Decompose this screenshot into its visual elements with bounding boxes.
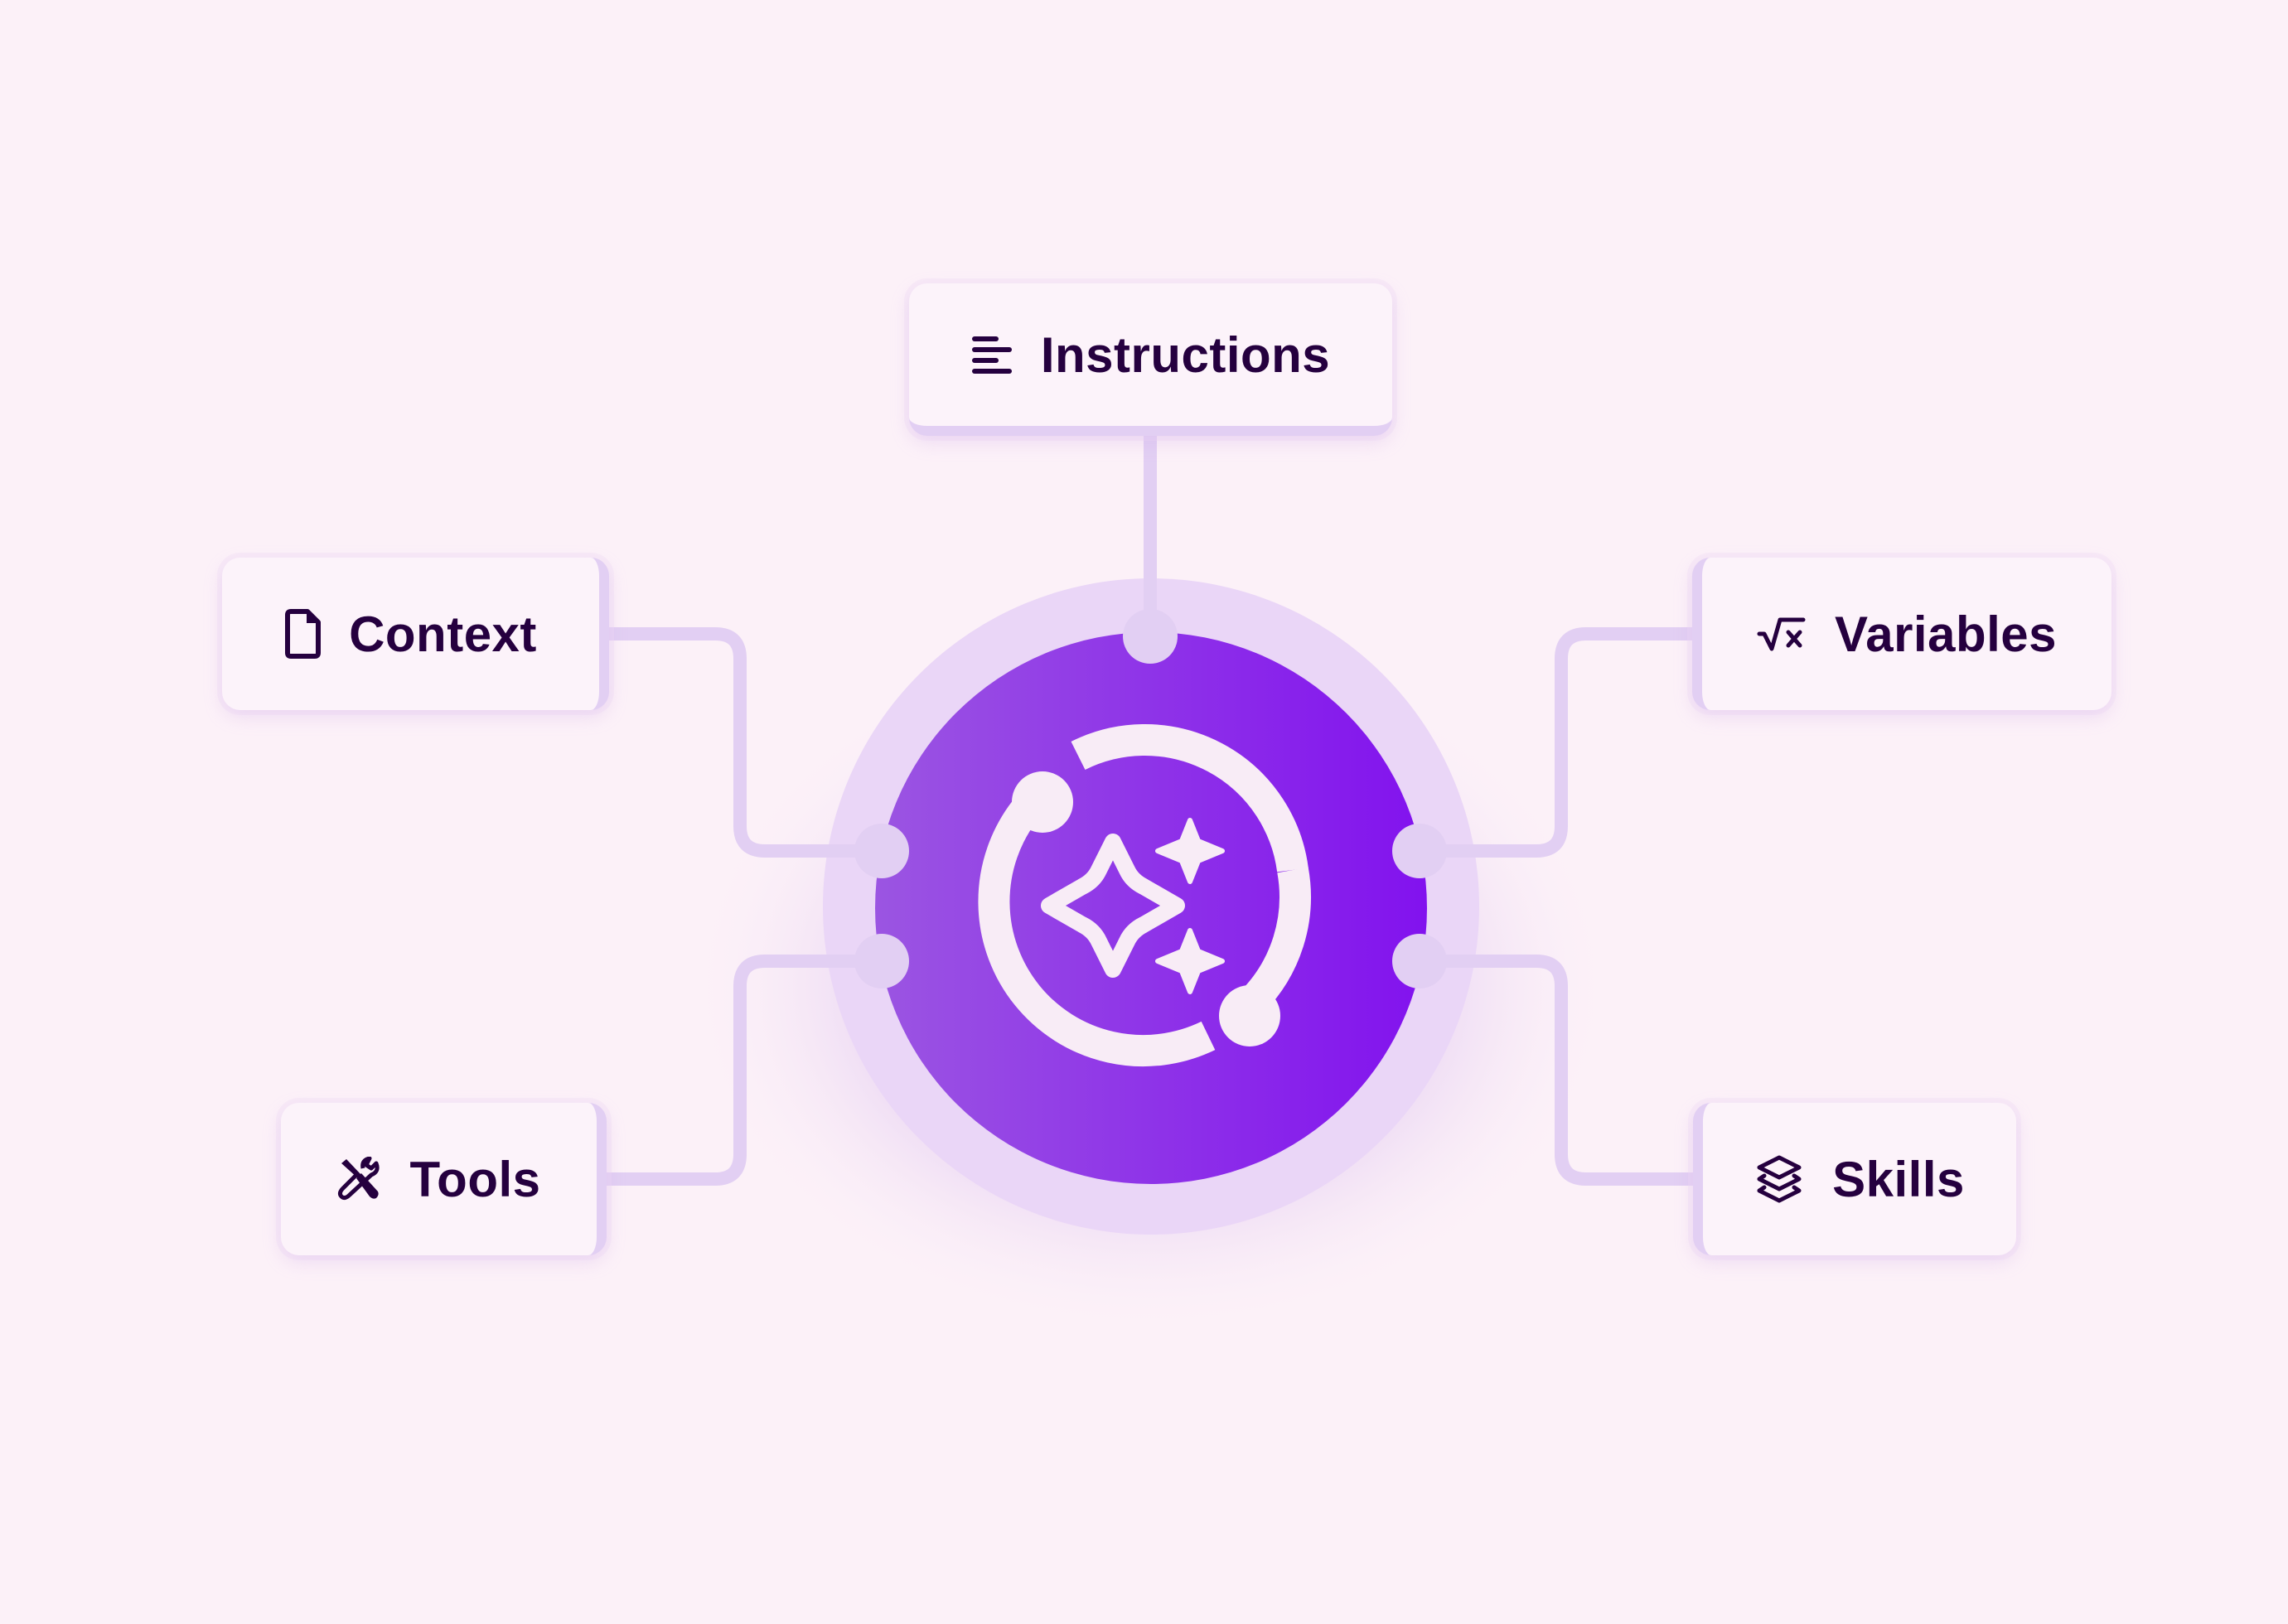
text-align-left-icon bbox=[971, 334, 1013, 375]
node-variables[interactable]: Variables bbox=[1692, 558, 2111, 710]
hub-core[interactable] bbox=[875, 632, 1427, 1184]
node-skills[interactable]: Skills bbox=[1693, 1103, 2016, 1255]
square-root-x-icon bbox=[1757, 616, 1807, 652]
node-label: Variables bbox=[1834, 606, 2058, 662]
port-dot-right-lower bbox=[1392, 934, 1447, 988]
node-tools[interactable]: Tools bbox=[281, 1103, 607, 1255]
port-dot-left-lower bbox=[854, 934, 909, 988]
node-label: Skills bbox=[1832, 1151, 1965, 1207]
wrench-screwdriver-icon bbox=[336, 1157, 381, 1201]
node-context[interactable]: Context bbox=[222, 558, 609, 710]
connector-context bbox=[609, 627, 881, 858]
port-dot-top bbox=[1123, 609, 1178, 664]
layers-stack-icon bbox=[1754, 1154, 1804, 1204]
port-dot-left-upper bbox=[854, 824, 909, 878]
port-dot-right-upper bbox=[1392, 824, 1447, 878]
connector-tools bbox=[607, 955, 881, 1186]
node-label: Tools bbox=[409, 1151, 541, 1207]
connector-variables bbox=[1420, 627, 1692, 858]
connector-skills bbox=[1420, 955, 1693, 1186]
node-instructions[interactable]: Instructions bbox=[909, 283, 1392, 436]
node-label: Context bbox=[349, 606, 537, 662]
document-icon bbox=[284, 609, 322, 659]
orbit-sparkles-icon bbox=[978, 724, 1311, 1066]
node-label: Instructions bbox=[1040, 326, 1331, 383]
